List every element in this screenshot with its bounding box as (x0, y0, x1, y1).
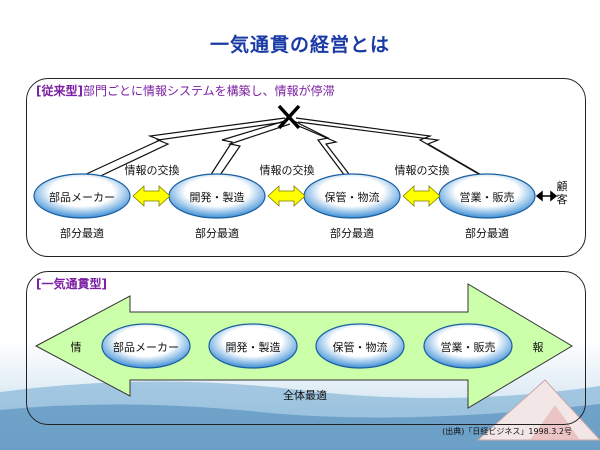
exchange-arrow-1 (132, 185, 171, 207)
node-label-dev-mfg-bottom: 開発・製造 (225, 341, 281, 354)
lightning-lines (81, 117, 491, 181)
partial-opt-label-3: 部分最適 (330, 227, 374, 240)
lightning-line-3b (293, 123, 353, 179)
lightning-line-1 (81, 117, 286, 177)
customer-arrow (535, 190, 558, 202)
node-dev-mfg-bottom (208, 323, 298, 369)
mountain-shade (530, 405, 580, 440)
lightning-line-2b (217, 123, 291, 179)
node-label-logistics-top: 保管・物流 (324, 191, 380, 204)
lightning-line-2 (209, 119, 289, 177)
integrated-panel (26, 271, 586, 425)
partial-opt-label-4: 部分最適 (465, 227, 509, 240)
traditional-description: 部門ごとに情報システムを構築し、情報が停滞 (82, 84, 335, 98)
node-label-sales-top: 営業・販売 (459, 191, 515, 204)
lightning-line-4b (297, 121, 491, 181)
lightning-line-1b (91, 121, 286, 181)
exchange-label-3: 情報の交換 (394, 164, 450, 177)
node-label-sales-bottom: 営業・販売 (440, 341, 496, 354)
node-label-dev-mfg-top: 開発・製造 (189, 191, 245, 204)
traditional-heading: [従来型]部門ごとに情報システムを構築し、情報が停滞 (36, 82, 335, 99)
node-label-parts-maker-top: 部品メーカー (49, 191, 115, 204)
integrated-diagram (34, 283, 573, 409)
exchange-arrows (132, 185, 441, 207)
exchange-arrow-3 (402, 185, 441, 207)
sea-waves-lower (0, 404, 600, 450)
node-parts-maker-bottom (101, 323, 191, 369)
node-label-parts-maker-bottom: 部品メーカー (113, 341, 179, 354)
overall-opt-label: 全体最適 (283, 389, 327, 402)
page-title: 一気通貫の経営とは (209, 34, 390, 56)
exchange-label-2: 情報の交換 (259, 164, 315, 177)
lightning-line-3 (291, 119, 346, 177)
exchange-label-1: 情報の交換 (124, 164, 180, 177)
source-citation: (出典)「日経ビジネス」1998.3.2号 (442, 427, 572, 436)
traditional-nodes (33, 173, 536, 219)
info-right-label: 報 (532, 341, 544, 354)
integrated-heading: [一気通貫型] (36, 275, 107, 292)
info-left-label: 情 (70, 341, 82, 354)
node-label-logistics-bottom: 保管・物流 (332, 341, 388, 354)
partial-opt-label-2: 部分最適 (195, 227, 239, 240)
information-flow-arrow (34, 283, 573, 409)
traditional-bracket-label: [従来型] (36, 84, 83, 98)
partial-opt-label-1: 部分最適 (60, 227, 104, 240)
customer-label: 顧客 (556, 180, 568, 206)
node-sales-bottom (423, 323, 513, 369)
blocked-x-icon (277, 104, 301, 130)
exchange-arrow-2 (267, 185, 306, 207)
integrated-bracket-label: [一気通貫型] (36, 277, 107, 291)
node-logistics-bottom (315, 323, 405, 369)
node-parts-maker-top (33, 173, 131, 219)
